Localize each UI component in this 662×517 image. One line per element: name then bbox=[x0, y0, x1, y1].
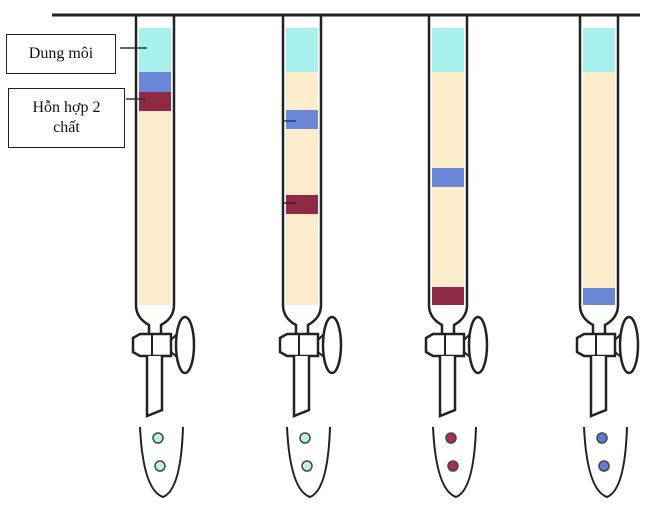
stopcock-handle bbox=[618, 315, 640, 375]
stopcock-neck bbox=[614, 333, 622, 358]
stationary-phase bbox=[432, 72, 464, 305]
column-tube bbox=[578, 15, 620, 335]
stopcock-neck bbox=[463, 333, 471, 358]
outlet-tip bbox=[589, 356, 608, 418]
blue-band bbox=[583, 288, 615, 305]
mixture-label-text: Hỗn hợp 2 chất bbox=[32, 99, 101, 136]
maroon-band bbox=[139, 92, 171, 111]
blue-band bbox=[432, 168, 464, 187]
stationary-phase bbox=[583, 72, 615, 305]
column-tube bbox=[134, 15, 176, 335]
stationary-phase bbox=[286, 72, 318, 305]
stopcock-handle bbox=[174, 315, 196, 375]
drop bbox=[152, 432, 164, 444]
solvent-layer bbox=[286, 28, 318, 72]
solvent-layer bbox=[432, 28, 464, 72]
stopcock-handle bbox=[321, 315, 343, 375]
drop bbox=[154, 460, 166, 472]
collection-tube bbox=[583, 426, 628, 499]
collection-tube bbox=[139, 426, 184, 499]
blue-band bbox=[139, 72, 171, 92]
stopcock-neck bbox=[317, 333, 325, 358]
drop bbox=[299, 432, 311, 444]
column-tube bbox=[427, 15, 469, 335]
collection-tube bbox=[432, 426, 477, 499]
outlet-tip bbox=[438, 356, 457, 418]
drop bbox=[598, 460, 610, 472]
solvent-layer bbox=[583, 28, 615, 72]
drop bbox=[596, 432, 608, 444]
column-tube bbox=[281, 15, 323, 335]
maroon-band bbox=[286, 195, 318, 214]
stopcock-neck bbox=[170, 333, 178, 358]
outlet-tip bbox=[292, 356, 311, 418]
collection-tube bbox=[286, 426, 331, 499]
drop bbox=[447, 460, 459, 472]
solvent-layer bbox=[139, 28, 171, 72]
stopcock-handle bbox=[467, 315, 489, 375]
outlet-tip bbox=[145, 356, 164, 418]
drop bbox=[301, 460, 313, 472]
drop bbox=[445, 432, 457, 444]
mixture-label: Hỗn hợp 2 chất bbox=[8, 88, 125, 148]
solvent-label: Dung môi bbox=[6, 34, 116, 74]
blue-band bbox=[286, 110, 318, 129]
maroon-band bbox=[432, 287, 464, 305]
